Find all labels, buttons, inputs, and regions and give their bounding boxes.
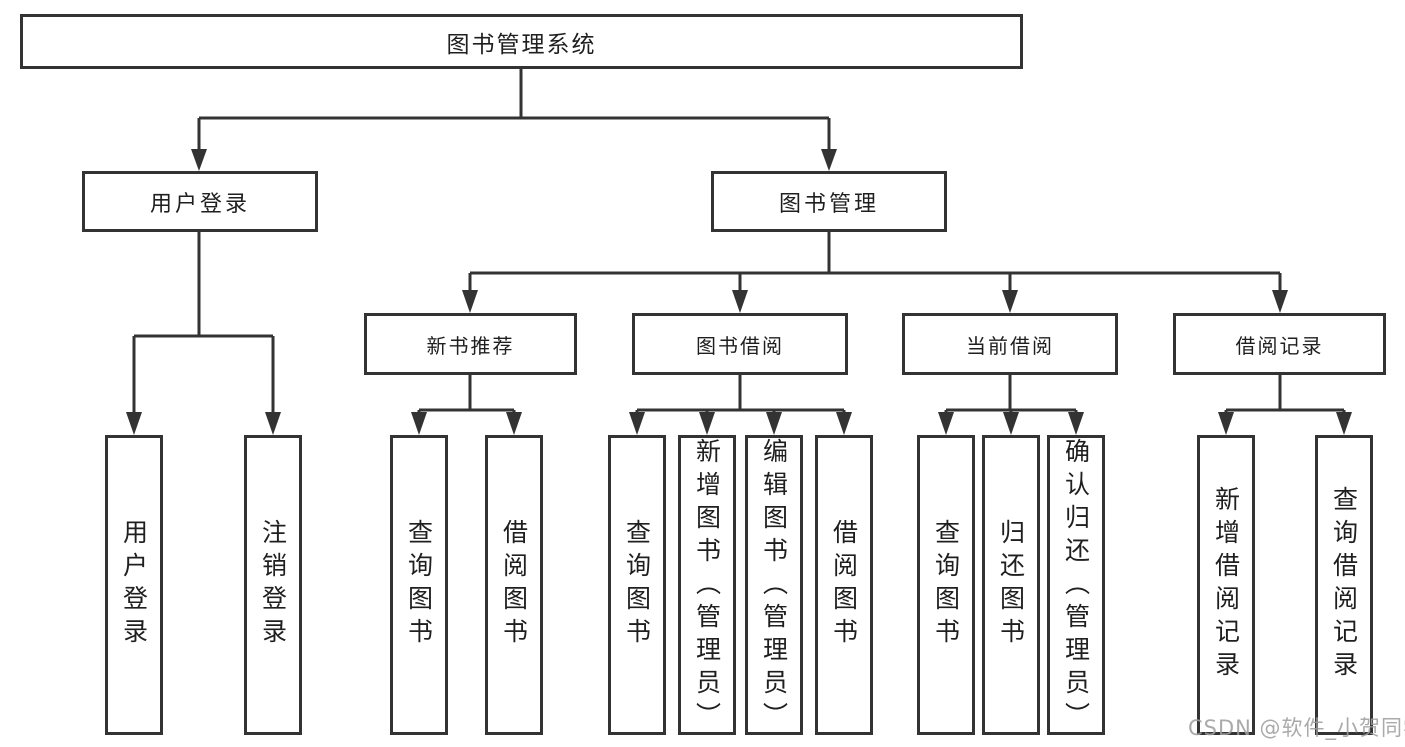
node-book-borrowing-label: 图书借阅 (696, 333, 784, 358)
node-user-login: 用户登录 (82, 171, 318, 232)
connector-currentborrow-to-leaves (944, 375, 1078, 414)
connector-bookmgmt-to-level3 (468, 232, 1282, 292)
node-leaf-query-book-1: 查询图书 (390, 435, 448, 735)
node-leaf-add-borrow-record-label: 新增借阅记录 (1211, 486, 1241, 684)
node-leaf-edit-book-admin: 编辑图书（管理员） (745, 435, 803, 735)
node-current-borrowing-label: 当前借阅 (966, 333, 1054, 358)
connector-newbookrec-to-leaves (417, 375, 516, 414)
node-leaf-query-borrow-record-label: 查询借阅记录 (1329, 486, 1359, 684)
node-leaf-query-book-3-label: 查询图书 (931, 519, 961, 651)
node-library-management-system-label: 图书管理系统 (446, 31, 597, 58)
node-new-book-recommendation: 新书推荐 (364, 313, 577, 375)
node-leaf-query-book-2-label: 查询图书 (622, 519, 652, 651)
connector-root-to-level2 (197, 69, 831, 152)
node-leaf-logout-label: 注销登录 (258, 519, 288, 651)
node-leaf-borrow-book-1-label: 借阅图书 (499, 519, 529, 651)
connector-userlogin-to-leaves (132, 232, 275, 414)
arrowheads-newbookrec-to-leaves (411, 412, 522, 435)
node-leaf-query-book-2: 查询图书 (608, 435, 666, 735)
connector-borrowrecord-to-leaves (1224, 375, 1346, 414)
node-borrowing-records-label: 借阅记录 (1235, 333, 1324, 358)
node-leaf-confirm-return-admin: 确认归还（管理员） (1047, 435, 1105, 735)
arrowheads-userlogin-to-leaves (126, 412, 281, 435)
node-leaf-edit-book-admin-label: 编辑图书（管理员） (759, 438, 789, 735)
node-book-management-label: 图书管理 (778, 191, 879, 217)
node-leaf-add-borrow-record: 新增借阅记录 (1197, 435, 1255, 735)
arrowheads-bookborrow-to-leaves (629, 412, 852, 435)
arrowheads-borrowrecord-to-leaves (1218, 412, 1352, 435)
node-library-management-system: 图书管理系统 (20, 14, 1023, 69)
node-leaf-confirm-return-admin-label: 确认归还（管理员） (1061, 438, 1091, 735)
node-leaf-borrow-book-1: 借阅图书 (485, 435, 543, 735)
node-leaf-user-login: 用户登录 (105, 435, 163, 735)
node-current-borrowing: 当前借阅 (902, 313, 1118, 375)
arrowheads-bookmgmt-to-level3 (462, 290, 1288, 313)
node-book-borrowing: 图书借阅 (632, 313, 848, 375)
node-leaf-return-book-label: 归还图书 (996, 519, 1026, 651)
node-book-management: 图书管理 (711, 171, 947, 232)
arrowheads-root-to-level2 (191, 149, 837, 171)
node-leaf-query-book-3: 查询图书 (917, 435, 975, 735)
node-borrowing-records: 借阅记录 (1173, 313, 1386, 375)
node-leaf-logout: 注销登录 (244, 435, 302, 735)
connector-bookborrow-to-leaves (635, 375, 846, 414)
node-leaf-query-borrow-record: 查询借阅记录 (1315, 435, 1373, 735)
node-leaf-return-book: 归还图书 (982, 435, 1040, 735)
csdn-watermark: CSDN @软件_小贺同学 (1188, 716, 1405, 740)
node-new-book-recommendation-label: 新书推荐 (426, 333, 515, 358)
arrowheads-currentborrow-to-leaves (938, 412, 1084, 435)
node-leaf-user-login-label: 用户登录 (119, 519, 149, 651)
node-leaf-add-book-admin: 新增图书（管理员） (678, 435, 736, 735)
node-user-login-label: 用户登录 (149, 191, 250, 217)
node-leaf-borrow-book-2: 借阅图书 (815, 435, 873, 735)
node-leaf-query-book-1-label: 查询图书 (404, 519, 434, 651)
node-leaf-add-book-admin-label: 新增图书（管理员） (692, 438, 722, 735)
node-leaf-borrow-book-2-label: 借阅图书 (829, 519, 859, 651)
